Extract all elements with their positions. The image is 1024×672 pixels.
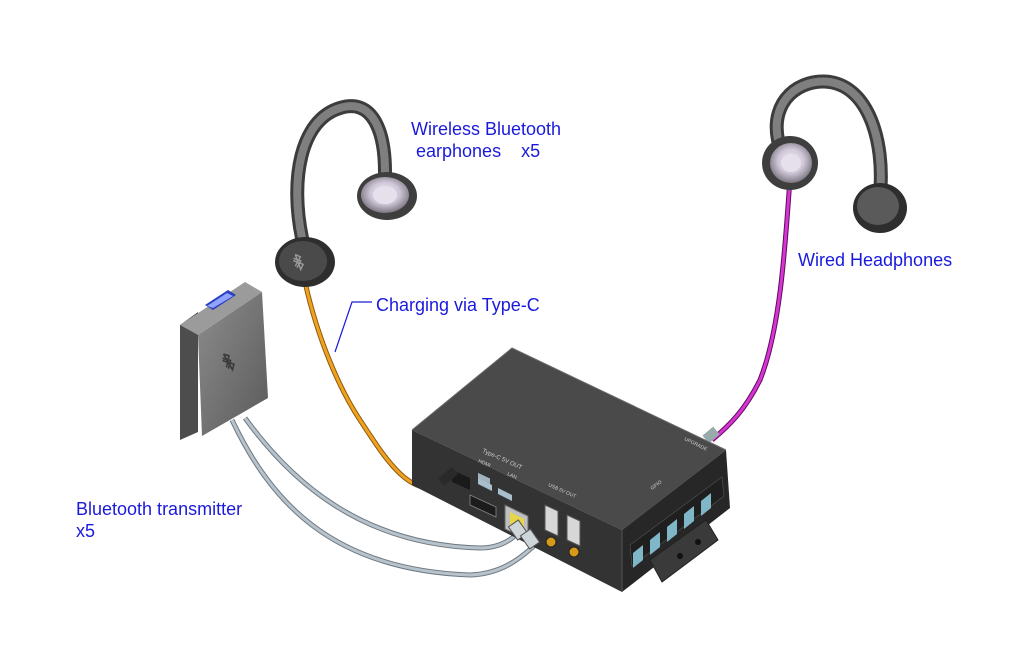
bluetooth-transmitter	[180, 282, 268, 440]
transmitter-cables	[229, 416, 542, 578]
wireless-earphones	[275, 99, 417, 287]
marking-lan: LAN	[506, 471, 518, 481]
label-charging: Charging via Type-C	[376, 295, 540, 315]
label-bluetooth-transmitter: Bluetooth transmitter x5	[76, 499, 243, 541]
cable-plugs	[438, 467, 541, 550]
bluetooth-icon	[222, 353, 235, 372]
wired-headphone-cable	[702, 177, 793, 444]
bluetooth-icon	[292, 253, 305, 272]
charging-leader-line	[334, 301, 372, 353]
wired-headphones	[762, 74, 907, 233]
media-box: Type-C 5V OUT HDMI LAN USB 5V OUT GPIO U…	[411, 347, 730, 592]
marking-hdmi: HDMI	[477, 458, 491, 469]
label-wireless-earphones: Wireless Bluetooth earphones x5	[411, 119, 562, 161]
gpio-terminal	[629, 476, 725, 568]
label-wired-headphones: Wired Headphones	[798, 250, 953, 270]
